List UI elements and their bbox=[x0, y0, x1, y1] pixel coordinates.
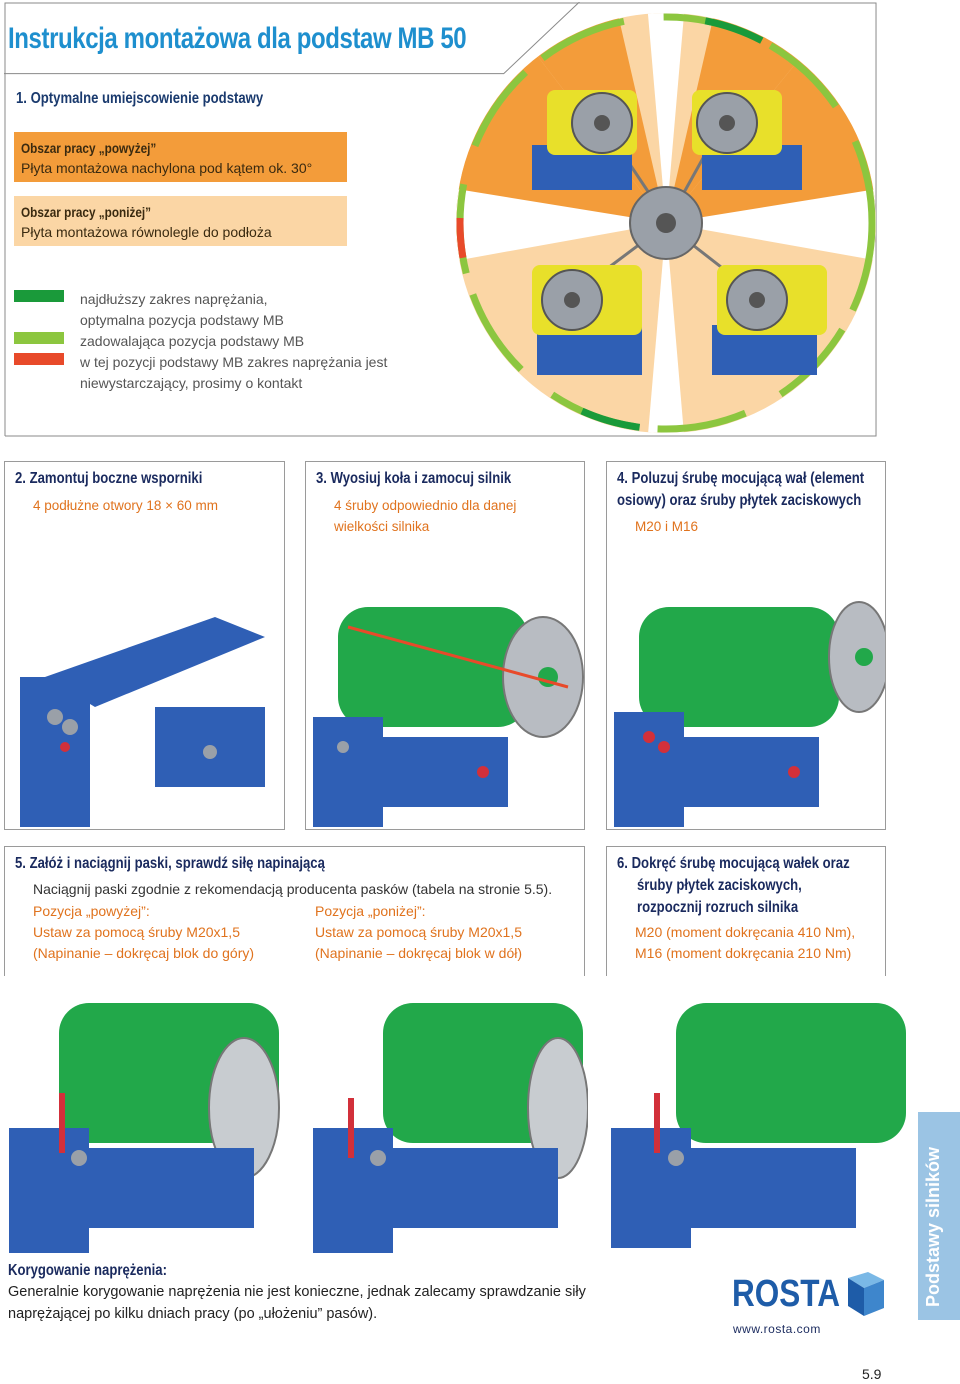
step3-panel: 3. Wyosiuj koła i zamocuj silnik 4 śruby… bbox=[305, 461, 585, 830]
page-number: 5.9 bbox=[862, 1366, 882, 1382]
zone-below-title: Obszar pracy „poniżej” bbox=[21, 204, 152, 220]
step5-heading: 5. Załóż i naciągnij paski, sprawdź siłę… bbox=[15, 855, 325, 872]
step3-subtext-1: 4 śruby odpowiednio dla danej bbox=[334, 498, 517, 513]
zone-above-title: Obszar pracy „powyżej” bbox=[21, 140, 157, 156]
step5-above-line2: (Napinanie – dokręcaj blok do góry) bbox=[33, 945, 255, 961]
step2-bracket-illustration-icon bbox=[20, 617, 265, 827]
legend-line: zadowalająca pozycja podstawy MB bbox=[80, 333, 305, 349]
legend-text: najdłuższy zakres naprężania, optymalna … bbox=[80, 289, 440, 394]
legend-swatch-dark-green bbox=[14, 290, 64, 302]
zone-below-box: Obszar pracy „poniżej” Płyta montażowa r… bbox=[14, 196, 347, 246]
step6-heading-3: rozpocznij rozruch silnika bbox=[637, 899, 799, 916]
motor-unit-bottom-right-icon bbox=[712, 265, 827, 375]
motor-unit-bottom-left-icon bbox=[532, 265, 642, 375]
step6-line2: M16 (moment dokręcania 210 Nm) bbox=[635, 945, 852, 961]
step3-subtext-2: wielkości silnika bbox=[334, 519, 430, 534]
step6-illustration-icon bbox=[611, 1003, 906, 1248]
page-title: Instrukcja montażowa dla podstaw MB 50 bbox=[8, 22, 467, 55]
step4-subtext: M20 i M16 bbox=[635, 519, 699, 534]
step5-below-illustration-icon bbox=[313, 1003, 588, 1253]
rosta-logo: ROSTA bbox=[732, 1272, 884, 1316]
position-wheel-diagram bbox=[456, 13, 876, 433]
step4-panel: 4. Poluzuj śrubę mocującą wał (element o… bbox=[606, 461, 886, 830]
step6-heading-2: śruby płytek zaciskowych, bbox=[637, 877, 802, 894]
step5-below-label: Pozycja „poniżej”: bbox=[315, 903, 426, 919]
step3-heading: 3. Wyosiuj koła i zamocuj silnik bbox=[316, 470, 512, 487]
legend-line: najdłuższy zakres naprężania, bbox=[80, 291, 268, 307]
legend-swatch-light-green bbox=[14, 332, 64, 344]
step5-above-line1: Ustaw za pomocą śruby M20x1,5 bbox=[33, 924, 240, 940]
step4-heading-1: 4. Poluzuj śrubę mocującą wał (element bbox=[617, 470, 865, 487]
legend-swatch-red bbox=[14, 353, 64, 365]
step4-heading-2: osiowy) oraz śruby płytek zaciskowych bbox=[617, 492, 862, 509]
step3-motor-illustration-icon bbox=[313, 607, 584, 827]
correction-title: Korygowanie naprężenia: bbox=[8, 1262, 167, 1279]
step5-above-illustration-icon bbox=[9, 1003, 280, 1253]
legend-line: optymalna pozycja podstawy MB bbox=[80, 312, 284, 328]
step2-panel: 2. Zamontuj boczne wsporniki 4 podłużne … bbox=[4, 461, 285, 830]
step2-subtext: 4 podłużne otwory 18 × 60 mm bbox=[33, 498, 218, 513]
step5-above-label: Pozycja „powyżej”: bbox=[33, 903, 150, 919]
step5-below-line1: Ustaw za pomocą śruby M20x1,5 bbox=[315, 924, 522, 940]
motor-unit-top-left-icon bbox=[532, 90, 637, 190]
side-tab-label: Podstawy silników bbox=[923, 1146, 943, 1307]
step5-panel: 5. Załóż i naciągnij paski, sprawdź siłę… bbox=[4, 846, 585, 976]
section1-heading: 1. Optymalne umiejscowienie podstawy bbox=[16, 90, 264, 107]
step2-heading: 2. Zamontuj boczne wsporniki bbox=[15, 470, 203, 487]
rosta-url[interactable]: www.rosta.com bbox=[733, 1322, 821, 1336]
zone-above-box: Obszar pracy „powyżej” Płyta montażowa n… bbox=[14, 132, 347, 182]
step6-line1: M20 (moment dokręcania 410 Nm), bbox=[635, 924, 856, 940]
side-tab: Podstawy silników bbox=[918, 1112, 960, 1320]
legend-line: niewystarczający, prosimy o kontakt bbox=[80, 375, 303, 391]
zone-above-text: Płyta montażowa nachylona pod kątem ok. … bbox=[21, 160, 313, 176]
step5-text: Naciągnij paski zgodnie z rekomendacją p… bbox=[33, 881, 553, 897]
step4-motor-illustration-icon bbox=[614, 601, 885, 827]
step6-panel: 6. Dokręć śrubę mocującą wałek oraz śrub… bbox=[606, 846, 886, 976]
section1-frame bbox=[4, 2, 877, 437]
motor-unit-top-right-icon bbox=[692, 90, 802, 190]
legend-line: w tej pozycji podstawy MB zakres napręża… bbox=[80, 354, 388, 370]
correction-text: Generalnie korygowanie naprężenia nie je… bbox=[8, 1284, 586, 1322]
step6-heading-1: 6. Dokręć śrubę mocującą wałek oraz bbox=[617, 855, 850, 872]
step5-below-line2: (Napinanie – dokręcaj blok w dół) bbox=[315, 945, 522, 961]
zone-below-text: Płyta montażowa równolegle do podłoża bbox=[21, 224, 272, 240]
rosta-wordmark: ROSTA bbox=[732, 1273, 840, 1315]
